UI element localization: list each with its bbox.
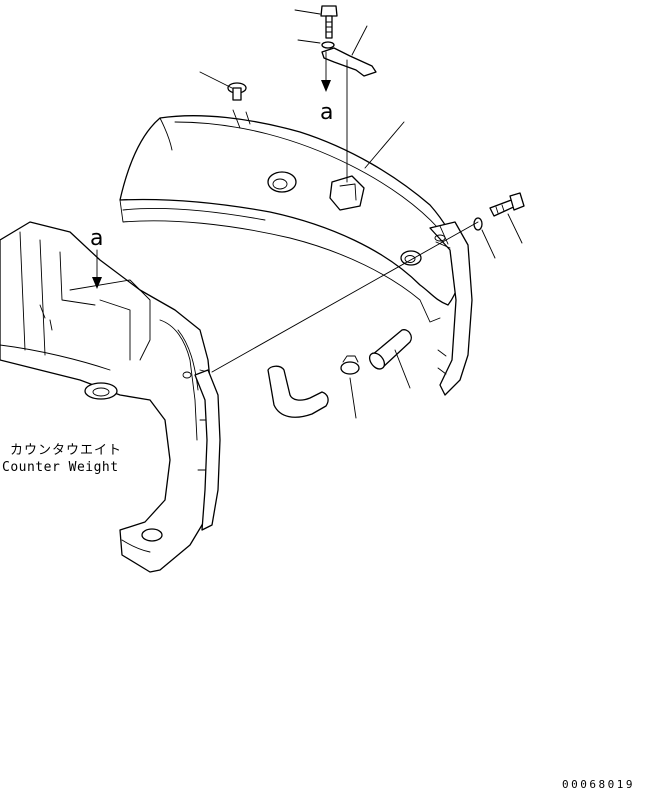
bolt-right <box>489 192 525 217</box>
view-mark-upper: a <box>320 100 334 125</box>
bolt-top <box>320 5 338 39</box>
assembly-arrow-upper <box>321 51 331 92</box>
elbow-hose <box>267 365 329 418</box>
tube-sleeve <box>368 329 412 370</box>
drawing-number: 00068019 <box>562 778 635 791</box>
part-name-english: Counter Weight <box>2 460 119 475</box>
assembly-line-diagonal <box>211 221 479 373</box>
hose-clamp <box>340 355 360 375</box>
leader-lines <box>199 9 523 419</box>
counterweight-cover <box>119 109 473 396</box>
clamp-bracket <box>321 47 377 77</box>
view-mark-lower: a <box>90 226 104 251</box>
counterweight-body <box>0 221 216 573</box>
cap-plug <box>227 82 247 101</box>
assembly-arrow-lower <box>92 249 102 289</box>
side-cover-plate <box>194 369 221 531</box>
washer-top <box>321 41 335 49</box>
part-name-japanese: カウンタウエイト <box>10 443 123 458</box>
